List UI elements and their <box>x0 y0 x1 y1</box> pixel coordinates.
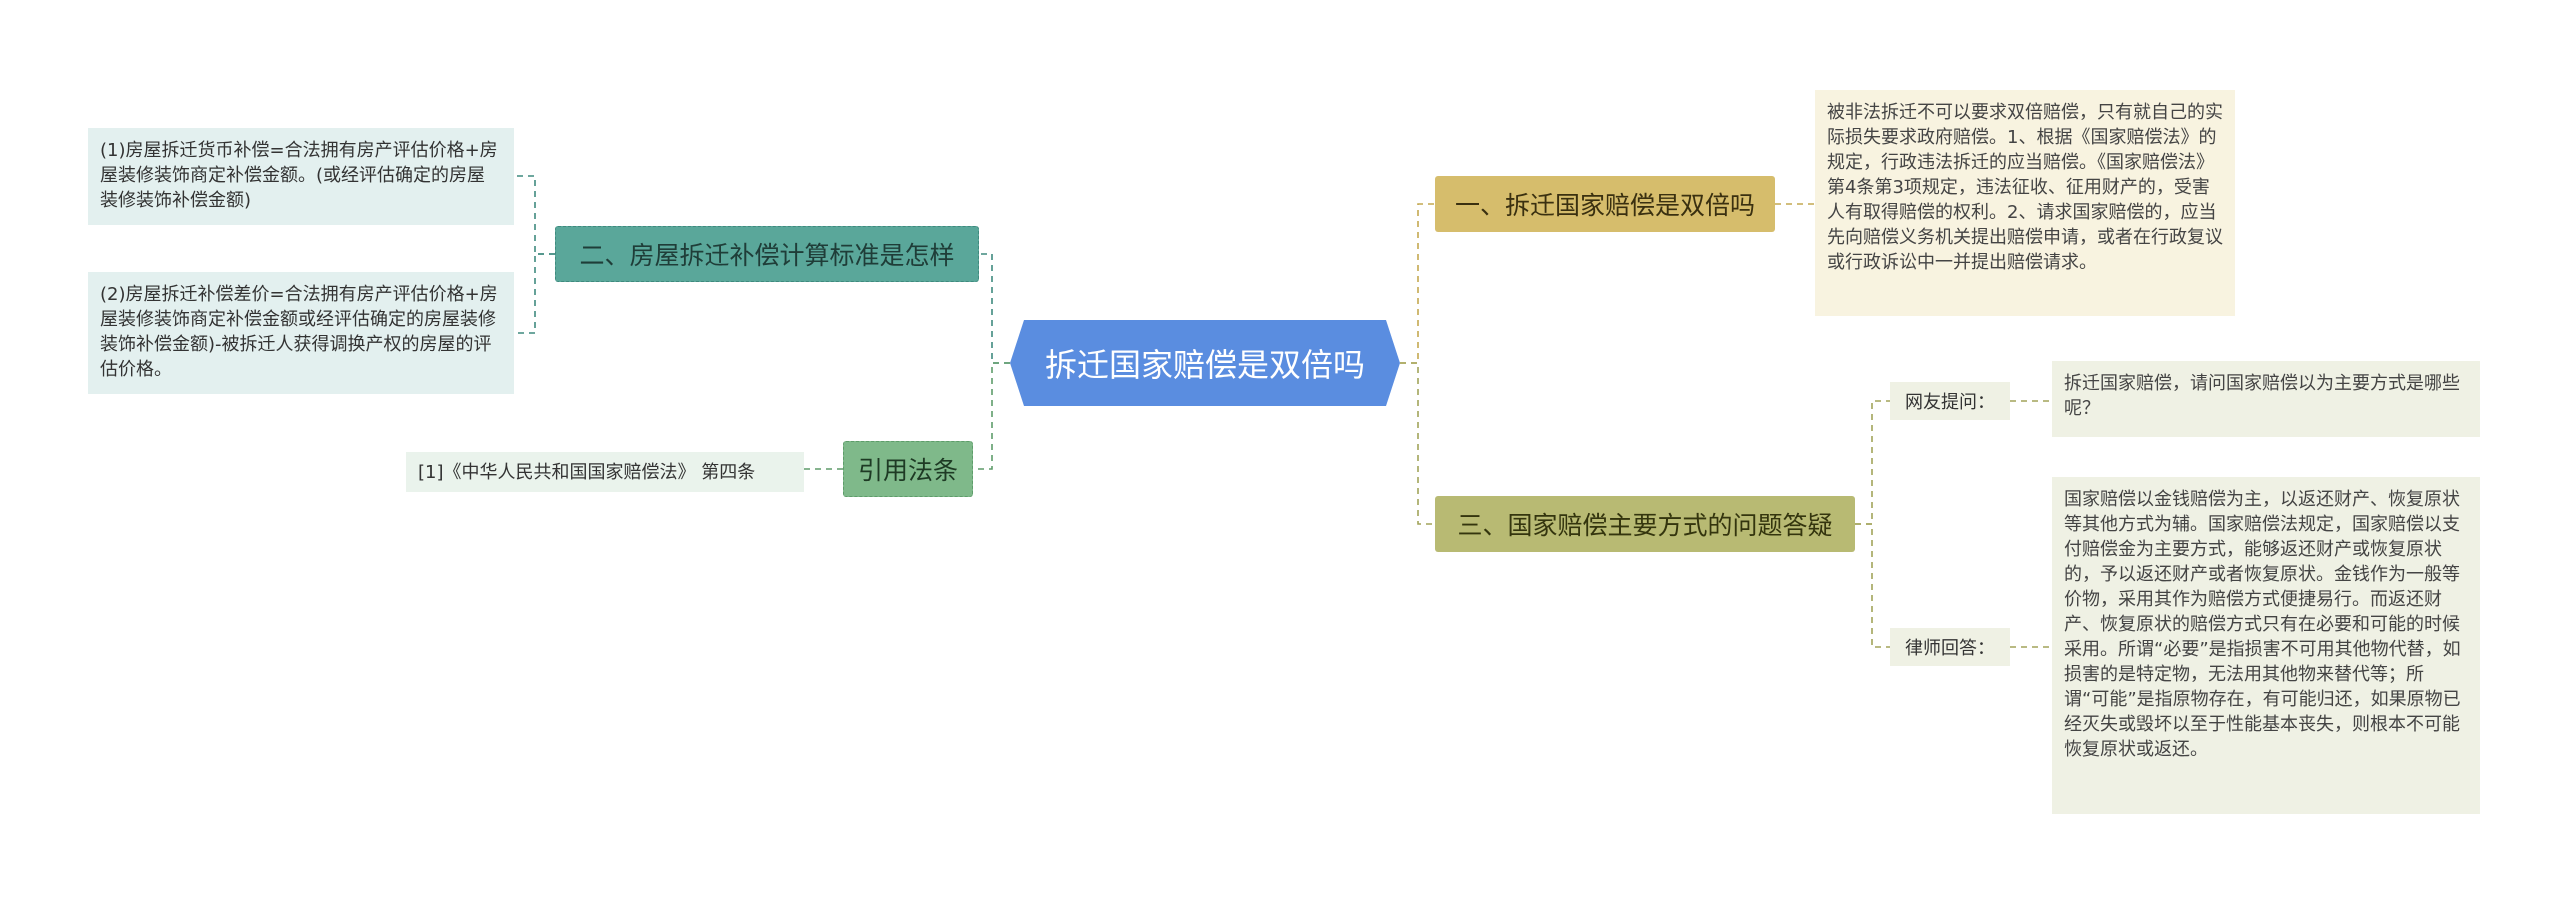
link-root-double <box>1400 203 1435 364</box>
question-label-text: 网友提问： <box>1905 392 1995 413</box>
calc-item-monetary[interactable]: (1)房屋拆迁货币补偿=合法拥有房产评估价格+房屋装修装饰商定补偿金额。(或经评… <box>88 128 514 225</box>
link-calc-item2 <box>514 253 555 334</box>
branch-qa[interactable]: 三、国家赔偿主要方式的问题答疑 <box>1435 496 1855 552</box>
answer-text-content: 国家赔偿以金钱赔偿为主，以返还财产、恢复原状等其他方式为辅。国家赔偿法规定，国家… <box>2064 489 2461 760</box>
link-qa-answer <box>1855 523 1890 648</box>
question-text-content: 拆迁国家赔偿，请问国家赔偿以为主要方式是哪些呢？ <box>2064 373 2460 419</box>
link-calc-item1 <box>514 175 555 255</box>
link-root-calc <box>979 253 1010 364</box>
root-topic[interactable]: 拆迁国家赔偿是双倍吗 <box>1010 320 1400 406</box>
question-label[interactable]: 网友提问： <box>1890 382 2010 420</box>
law-citation[interactable]: [1]《中华人民共和国国家赔偿法》 第四条 <box>406 452 804 492</box>
branch-double-compensation[interactable]: 一、拆迁国家赔偿是双倍吗 <box>1435 176 1775 232</box>
root-topic-label: 拆迁国家赔偿是双倍吗 <box>1044 346 1365 384</box>
double-compensation-detail-text: 被非法拆迁不可以要求双倍赔偿，只有就自己的实际损失要求政府赔偿。1、根据《国家赔… <box>1827 102 2223 273</box>
question-text[interactable]: 拆迁国家赔偿，请问国家赔偿以为主要方式是哪些呢？ <box>2052 361 2480 437</box>
branch-qa-label: 三、国家赔偿主要方式的问题答疑 <box>1457 511 1833 540</box>
link-qa-question <box>1855 400 1890 525</box>
branch-cited-law-label: 引用法条 <box>857 456 958 485</box>
calc-item-monetary-text: (1)房屋拆迁货币补偿=合法拥有房产评估价格+房屋装修装饰商定补偿金额。(或经评… <box>100 140 498 211</box>
calc-item-difference[interactable]: (2)房屋拆迁补偿差价=合法拥有房产评估价格+房屋装修装饰商定补偿金额或经评估确… <box>88 272 514 394</box>
link-root-law <box>973 362 1010 470</box>
branch-calc-standard[interactable]: 二、房屋拆迁补偿计算标准是怎样 <box>555 226 979 282</box>
branch-cited-law[interactable]: 引用法条 <box>843 441 973 497</box>
branch-calc-standard-label: 二、房屋拆迁补偿计算标准是怎样 <box>579 241 955 270</box>
answer-label[interactable]: 律师回答： <box>1890 628 2010 666</box>
answer-label-text: 律师回答： <box>1905 638 1995 659</box>
link-root-qa <box>1400 362 1435 525</box>
law-citation-text: [1]《中华人民共和国国家赔偿法》 第四条 <box>418 461 756 483</box>
branch-double-compensation-label: 一、拆迁国家赔偿是双倍吗 <box>1454 191 1755 220</box>
double-compensation-detail[interactable]: 被非法拆迁不可以要求双倍赔偿，只有就自己的实际损失要求政府赔偿。1、根据《国家赔… <box>1815 90 2235 316</box>
answer-text[interactable]: 国家赔偿以金钱赔偿为主，以返还财产、恢复原状等其他方式为辅。国家赔偿法规定，国家… <box>2052 477 2480 814</box>
calc-item-difference-text: (2)房屋拆迁补偿差价=合法拥有房产评估价格+房屋装修装饰商定补偿金额或经评估确… <box>100 284 498 380</box>
